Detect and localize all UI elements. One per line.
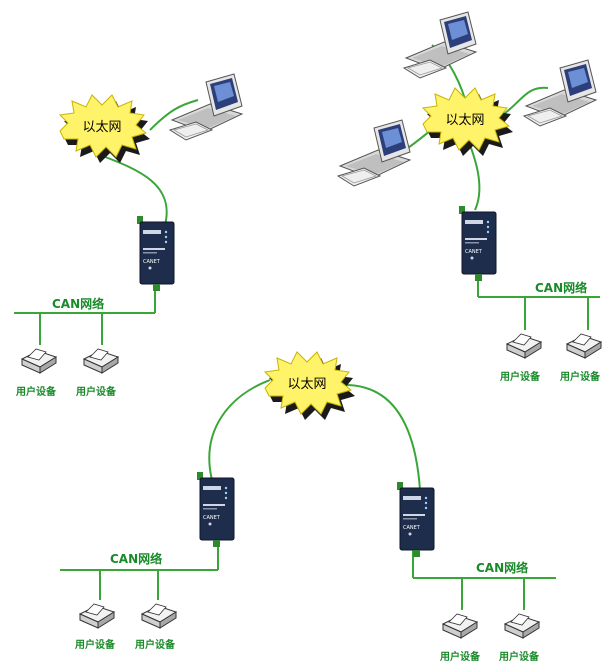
can-network-label: CAN网络 [476, 560, 528, 575]
can-network-label: CAN网络 [110, 551, 162, 566]
printer-device-icon [442, 613, 478, 639]
desktop-computer-icon [523, 59, 597, 127]
user-device-label: 用户设备 [15, 385, 57, 398]
user-device-label: 用户设备 [559, 370, 601, 383]
ethernet-cloud-icon: 以太网 [421, 87, 513, 156]
user-device-label: 用户设备 [74, 638, 116, 651]
printer-device-icon [83, 348, 119, 374]
user-device-label: 用户设备 [134, 638, 176, 651]
ethernet-label: 以太网 [287, 377, 326, 392]
ethernet-label: 以太网 [82, 120, 121, 135]
canet-gateway-icon: CANET [396, 481, 435, 558]
ethernet-cloud-icon: 以太网 [58, 94, 150, 163]
can-bus-lines [14, 275, 600, 610]
canet-gateway-icon: CANET [196, 471, 235, 548]
canet-gateway-icon: CANET [136, 215, 175, 292]
gateway-model-label: CANET [143, 259, 161, 265]
ethernet-label: 以太网 [445, 113, 484, 128]
printer-device-icon [504, 613, 540, 639]
user-device-label: 用户设备 [498, 650, 540, 663]
printer-device-icon [506, 333, 542, 359]
can-network-label: CAN网络 [52, 296, 104, 311]
ethernet-cloud-icon: 以太网 [263, 351, 355, 420]
printer-device-icon [566, 333, 602, 359]
canet-gateway-icon: CANET [458, 205, 497, 282]
user-device-label: 用户设备 [439, 650, 481, 663]
gateway-model-label: CANET [465, 249, 483, 255]
gateway-model-label: CANET [203, 515, 221, 521]
printer-device-icon [141, 603, 177, 629]
gateway-model-label: CANET [403, 525, 421, 531]
user-device-label: 用户设备 [499, 370, 541, 383]
printer-device-icon [79, 603, 115, 629]
user-device-label: 用户设备 [75, 385, 117, 398]
can-network-label: CAN网络 [535, 280, 587, 295]
desktop-computer-icon [403, 11, 477, 79]
desktop-computer-icon [337, 119, 411, 187]
printer-device-icon [21, 348, 57, 374]
